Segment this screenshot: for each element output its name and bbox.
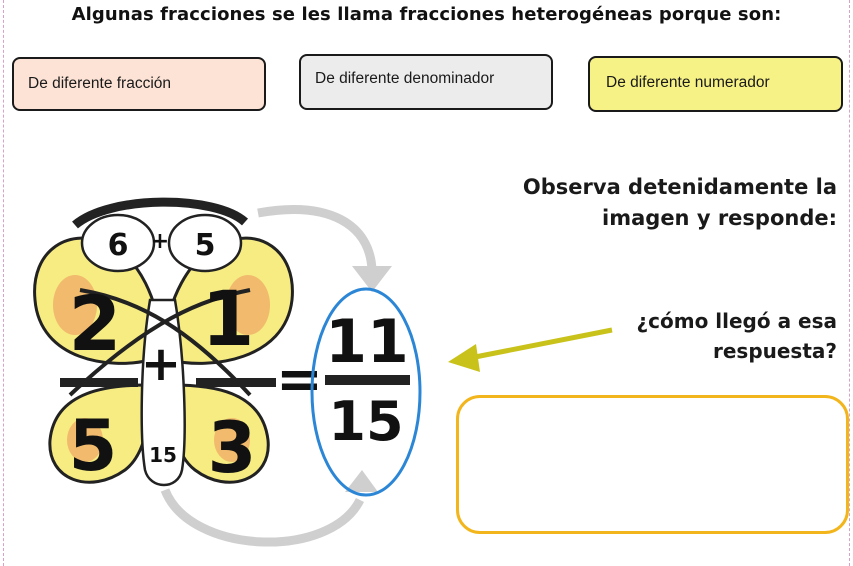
fraction-bar-left [60, 378, 138, 387]
page-border-left [3, 0, 4, 566]
arrow-bottom-head [345, 470, 378, 492]
fraction-bar-result [325, 375, 410, 385]
arrow-bottom-curve [160, 488, 365, 547]
antenna-arc [72, 197, 249, 229]
question-line-2: respuesta? [712, 339, 837, 363]
option-different-numerator[interactable]: De diferente numerador [588, 56, 843, 112]
left-numerator: 2 [69, 279, 122, 368]
question-text: ¿cómo llegó a esa respuesta? [557, 306, 837, 366]
spot-lower-left [67, 418, 103, 462]
bottom-number: 15 [149, 443, 177, 467]
right-denominator: 3 [208, 407, 257, 489]
top-left-number: 6 [108, 228, 129, 263]
arrow-top-curve [257, 205, 377, 271]
instruction-line-1: Observa detenidamente la [522, 175, 837, 199]
option-different-denominator[interactable]: De diferente denominador [299, 54, 553, 110]
spot-upper-right [226, 275, 270, 335]
instruction-text: Observa detenidamente la imagen y respon… [497, 172, 837, 234]
top-plus: + [151, 229, 169, 254]
left-denominator: 5 [69, 405, 118, 487]
cross-line-1 [68, 288, 251, 397]
small-wing-right [167, 213, 243, 273]
result-ellipse [310, 287, 422, 497]
page-border-right [849, 0, 850, 566]
page-title: Algunas fracciones se les llama fraccion… [71, 4, 782, 25]
pointer-arrow-head [448, 344, 480, 372]
question-line-1: ¿cómo llegó a esa [636, 309, 837, 333]
fraction-bar-right [196, 378, 276, 387]
butterfly-body [140, 298, 186, 487]
instruction-line-2: imagen y responde: [602, 206, 837, 230]
right-numerator: 1 [202, 274, 255, 363]
spot-lower-right [214, 418, 250, 462]
cross-line-2 [79, 288, 252, 397]
pointer-arrow-line [469, 327, 613, 361]
result-denominator: 15 [328, 390, 403, 453]
arrow-top-head [352, 266, 392, 292]
result-numerator: 11 [325, 307, 409, 377]
small-wing-left [80, 213, 156, 273]
top-right-number: 5 [195, 228, 216, 263]
option-different-fraction[interactable]: De diferente fracción [12, 57, 266, 111]
middle-plus: + [141, 336, 181, 392]
answer-input-box[interactable] [456, 395, 849, 534]
